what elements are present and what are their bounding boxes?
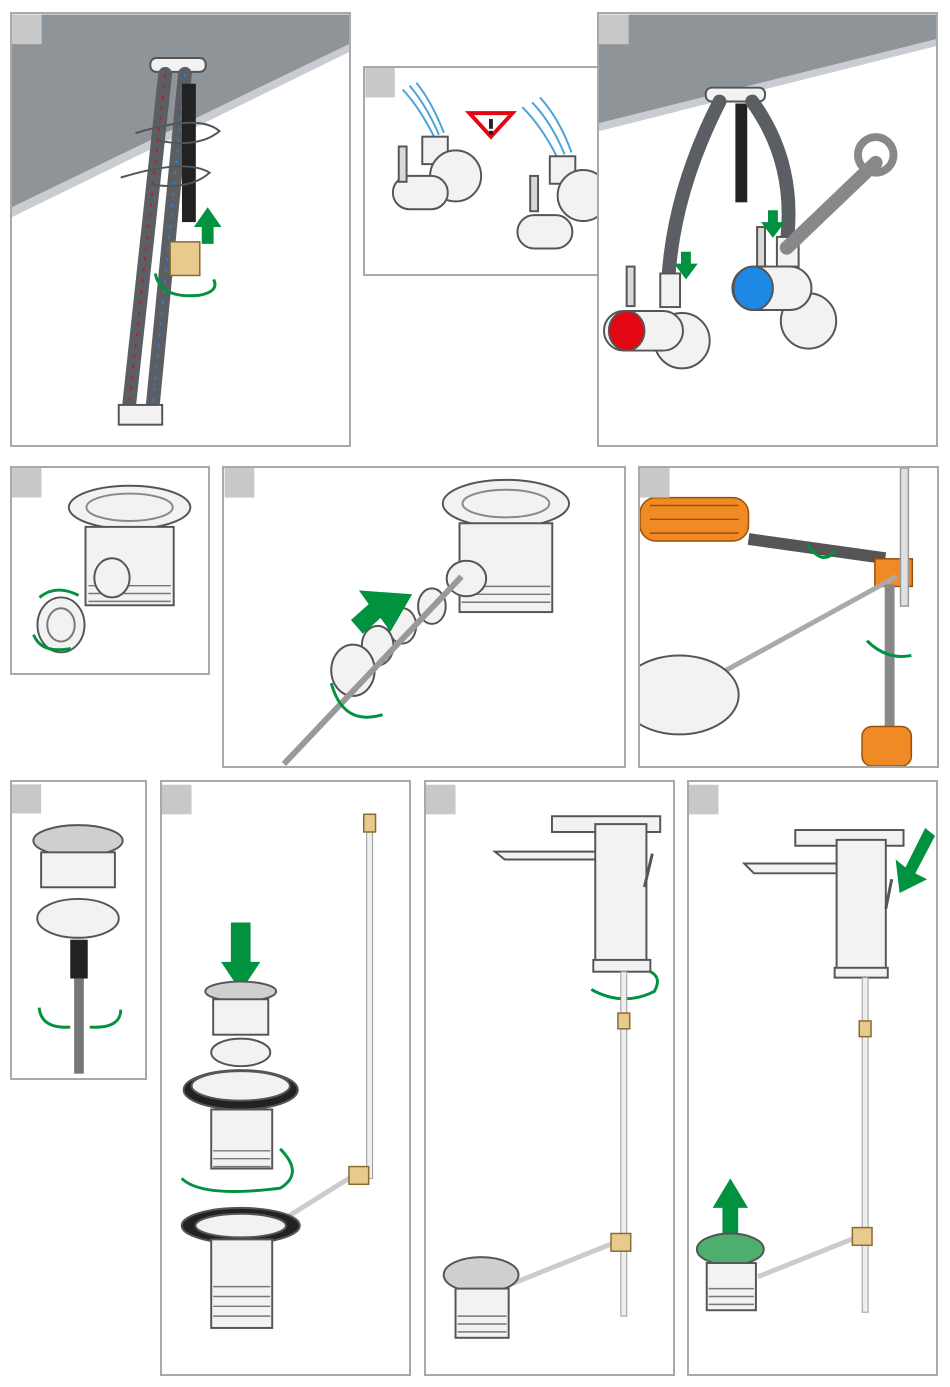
hot-hose: [668, 102, 719, 282]
step-9-tab: [426, 785, 456, 815]
hose-fitting: [119, 405, 162, 425]
step-2-illustration: [365, 68, 612, 274]
step-7-tab: [12, 784, 41, 813]
step-6-tab: [640, 468, 670, 498]
valve-lever-2: [530, 176, 538, 211]
step-6-illustration: [640, 468, 937, 766]
wrench-icon: [787, 163, 876, 248]
nut-icon: [170, 242, 200, 276]
threaded-rod: [182, 84, 196, 222]
popup-plug-icon: [444, 1257, 519, 1292]
step-8-tab: [162, 785, 192, 815]
bracket-icon: [121, 166, 210, 186]
faucet-icon: [837, 840, 886, 972]
step-9-illustration: [426, 782, 673, 1374]
drain-body-icon: [456, 1289, 509, 1338]
lift-rod: [367, 814, 373, 1178]
cold-indicator: [733, 267, 773, 310]
drain-body-icon: [707, 1263, 756, 1310]
mounting-flange: [150, 58, 205, 72]
pivot-rod: [885, 584, 895, 742]
screwdriver-handle-icon: [862, 727, 911, 766]
step-10-tab: [689, 785, 719, 815]
step-5-tab: [225, 468, 255, 498]
step-5-illustration: [224, 468, 624, 766]
clamp-icon: [349, 1167, 369, 1185]
water-jet-icon: [403, 83, 444, 137]
step-10-panel: [687, 780, 938, 1376]
threaded-rod: [735, 103, 747, 202]
step-3-tab: [599, 15, 629, 45]
clamp-icon: [852, 1228, 872, 1246]
step-1-panel: [10, 12, 351, 447]
faucet-icon: [595, 824, 646, 962]
step-8-panel: [160, 780, 411, 1376]
step-8-illustration: [162, 782, 409, 1374]
linkage-rod-icon: [505, 1243, 613, 1286]
step-7-illustration: [12, 782, 145, 1078]
hot-indicator: [609, 311, 645, 351]
lift-rod: [900, 468, 908, 606]
step-3-panel: [597, 12, 938, 447]
step-4-illustration: [12, 468, 208, 673]
water-jet-icon-2: [522, 97, 571, 156]
step-4-panel: [10, 466, 210, 675]
step-2-panel: [363, 66, 614, 276]
countertop-underside: [599, 15, 936, 124]
drain-body-icon: [640, 655, 739, 734]
angle-valve-icon-2: [517, 215, 572, 248]
up-arrow-icon: [194, 207, 222, 244]
nut-icon: [37, 597, 84, 652]
threaded-pin: [70, 940, 87, 979]
step-1-illustration: [12, 14, 349, 445]
step-1-tab: [12, 15, 42, 45]
step-6-panel: [638, 466, 939, 768]
popup-plug-icon: [697, 1233, 764, 1264]
valve-lever: [399, 146, 407, 181]
clamp-icon: [611, 1233, 631, 1251]
step-4-tab: [12, 468, 41, 497]
plug-guide: [37, 899, 119, 938]
step-5-panel: [222, 466, 626, 768]
step-7-panel: [10, 780, 147, 1080]
linkage-rod-icon: [758, 1237, 856, 1276]
step-10-illustration: [689, 782, 936, 1374]
step-2-tab: [365, 68, 394, 97]
step-3-illustration: [599, 14, 936, 445]
up-arrow-icon: [713, 1178, 748, 1233]
screwdriver-icon: [74, 979, 84, 1074]
screwdriver-shaft: [748, 533, 886, 564]
step-9-panel: [424, 780, 675, 1376]
linkage-rod-icon: [699, 577, 896, 686]
